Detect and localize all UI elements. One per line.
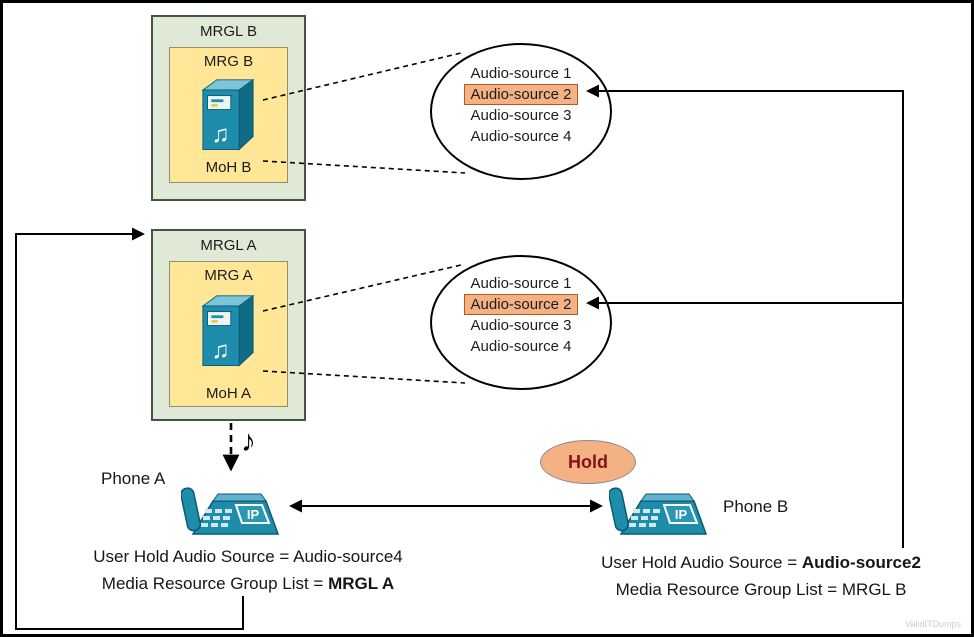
phone-keypad — [201, 509, 232, 527]
server-side-face — [238, 78, 254, 151]
phone-a-label: Phone A — [101, 469, 166, 488]
server-card-chip — [211, 319, 218, 323]
caption-value: MRGL B — [841, 580, 907, 599]
audio-source-item-highlighted: Audio-source 2 — [463, 84, 579, 105]
mrg-b-title: MRG B — [203, 53, 254, 70]
phone-a-config-caption: User Hold Audio Source = Audio-source4 M… — [33, 543, 463, 597]
audio-source-item: Audio-source 4 — [470, 128, 572, 145]
audio-source-item: Audio-source 3 — [470, 317, 572, 334]
caption-value: Audio-source4 — [293, 547, 403, 566]
server-card-slot — [211, 315, 224, 319]
server-card — [207, 95, 232, 111]
phone-keypad — [629, 509, 660, 527]
audio-source-item: Audio-source 3 — [470, 107, 572, 124]
phone-b-label: Phone B — [723, 497, 789, 516]
eighth-note-icon: ♪ — [241, 425, 256, 458]
phone-top-ridge — [640, 493, 695, 502]
caption-prefix: User Hold Audio Source = — [93, 547, 294, 566]
server-card-chip — [211, 103, 218, 107]
phone-b-config-caption: User Hold Audio Source = Audio-source2 M… — [556, 549, 966, 603]
mrgl-b-title: MRGL B — [200, 23, 257, 40]
phone-b-hold-source-line: User Hold Audio Source = Audio-source2 — [556, 549, 966, 576]
moh-a-label: MoH A — [205, 385, 251, 402]
caption-value: MRGL A — [328, 574, 395, 593]
phone-screen-text: IP — [675, 507, 688, 522]
audio-source-item: Audio-source 4 — [470, 338, 572, 355]
audio-source-list-middle: Audio-source 1 Audio-source 2 Audio-sour… — [430, 255, 612, 390]
server-card — [207, 311, 232, 327]
phone-screen-text: IP — [247, 507, 260, 522]
moh-b-label: MoH B — [205, 159, 252, 176]
moh-b-server-icon: ♫ — [201, 78, 255, 151]
phone-a-icon: IP — [181, 487, 280, 535]
audio-source-item: Audio-source 1 — [470, 65, 572, 82]
phone-handset — [181, 487, 202, 532]
music-note-icon: ♫ — [211, 337, 229, 364]
music-note-icon: ♫ — [211, 121, 229, 148]
caption-value: Audio-source2 — [801, 553, 921, 572]
audio-source-item-highlighted: Audio-source 2 — [463, 294, 579, 315]
mrgl-a-title: MRGL A — [200, 237, 257, 254]
mrg-a-title: MRG A — [204, 267, 253, 284]
server-side-face — [238, 294, 254, 367]
watermark: ValidITDumps — [905, 619, 961, 629]
moh-a-server-icon: ♫ — [201, 294, 255, 367]
phone-top-ridge — [212, 493, 267, 502]
caption-prefix: Media Resource Group List = — [101, 574, 329, 593]
phone-a-mrgl-line: Media Resource Group List = MRGL A — [33, 570, 463, 597]
phone-b-icon: IP — [609, 487, 708, 535]
caption-prefix: Media Resource Group List = — [615, 580, 842, 599]
caption-prefix: User Hold Audio Source = — [601, 553, 802, 572]
server-card-slot — [211, 99, 224, 103]
phone-b-mrgl-line: Media Resource Group List = MRGL B — [556, 576, 966, 603]
phone-handset — [609, 487, 630, 532]
phone-a-hold-source-line: User Hold Audio Source = Audio-source4 — [33, 543, 463, 570]
audio-source-item: Audio-source 1 — [470, 275, 572, 292]
audio-source-list-top: Audio-source 1 Audio-source 2 Audio-sour… — [430, 43, 612, 180]
